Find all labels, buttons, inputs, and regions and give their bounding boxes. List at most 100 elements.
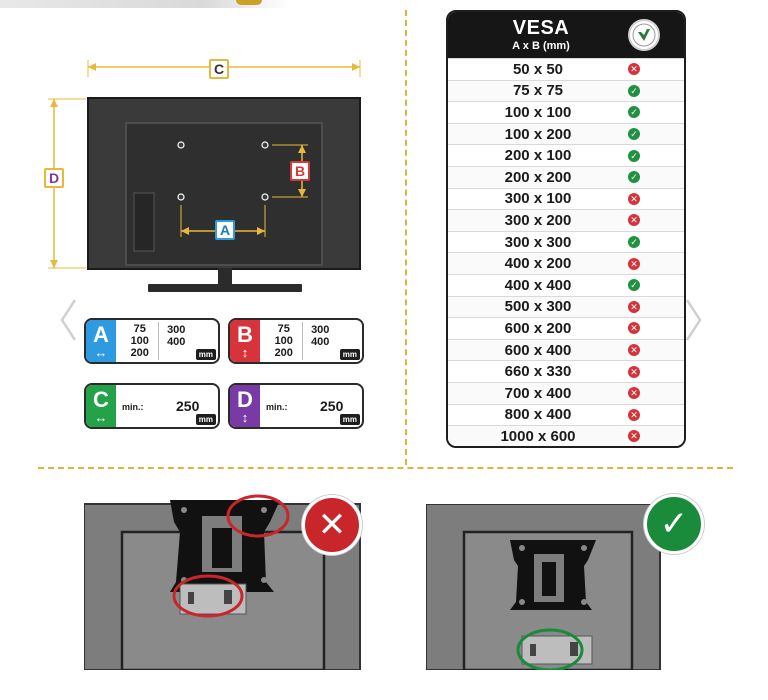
card-d-tag: D ↕: [230, 385, 260, 427]
horizontal-divider: [38, 467, 733, 469]
unit-badge: mm: [195, 349, 216, 360]
tv-diagram: [48, 60, 361, 292]
top-strip: [0, 0, 290, 8]
vesa-status: ✕: [628, 387, 684, 400]
vesa-size: 800 x 400: [504, 406, 572, 424]
vesa-size: 75 x 75: [512, 82, 564, 100]
card-d: D ↕ min.: 250 mm: [228, 383, 364, 429]
check-icon: ✓: [628, 149, 640, 162]
table-row: 100 x 100✓: [448, 101, 684, 123]
table-row: 75 x 75 ✓: [448, 79, 684, 102]
vesa-subtitle: A x B (mm): [512, 40, 570, 52]
card-b-value: 100: [274, 335, 293, 347]
vesa-status: ✕: [628, 300, 684, 313]
vesa-status: ✕: [628, 322, 684, 335]
table-row: 200 x 100 ✓: [448, 144, 684, 166]
cross-icon: ✕: [628, 322, 640, 335]
correct-mount-illustration: [426, 504, 661, 670]
card-b-col-2: 300 400: [301, 322, 339, 360]
top-strip-accent: [236, 0, 262, 5]
vesa-compatibility-table: VESA A x B (mm) 50 x 50✕ 75 x 75 ✓ 100 x 10…: [446, 10, 686, 448]
vesa-status: ✕: [628, 214, 684, 227]
unit-badge: mm: [195, 414, 216, 425]
card-a-value: 200: [130, 347, 149, 359]
dimension-c-label: C: [209, 59, 229, 79]
dimension-b-label: B: [290, 161, 310, 181]
horizontal-arrow-icon: ↔: [94, 409, 108, 425]
cross-icon: ✕: [628, 300, 640, 313]
table-row: 400 x 200 ✕: [448, 252, 684, 274]
card-b-value: 200: [274, 347, 293, 359]
cross-icon: ✕: [628, 387, 640, 400]
card-b-value: 300: [311, 324, 330, 336]
vertical-divider: [405, 10, 407, 465]
vesa-size: 200 x 200: [504, 168, 572, 186]
cross-icon: ✕: [628, 257, 640, 270]
card-a-col-1: 75 100 200: [122, 322, 158, 360]
vesa-size: 600 x 200: [504, 319, 572, 337]
check-icon: ✓: [628, 236, 640, 249]
card-d-value: 250: [320, 398, 344, 414]
card-d-letter: D: [237, 386, 253, 412]
vesa-size: 500 x 300: [504, 298, 572, 316]
card-a-value: 400: [167, 336, 186, 348]
table-row: 100 x 200 ✓: [448, 122, 684, 145]
card-d-min-label: min.:: [266, 402, 288, 412]
next-image-button[interactable]: [684, 290, 704, 350]
vesa-size: 1000 x 600: [500, 427, 576, 445]
table-row: 50 x 50✕: [448, 58, 684, 80]
vesa-size: 300 x 200: [504, 211, 572, 229]
card-c: C ↔ min.: 250 mm: [84, 383, 220, 429]
correct-indicator-icon: ✓: [644, 494, 704, 554]
vertical-arrow-icon: ↕: [241, 409, 249, 425]
card-a-tag: A ↔: [86, 320, 116, 362]
vesa-table-header: VESA A x B (mm): [448, 12, 684, 58]
vesa-size: 200 x 100: [504, 147, 572, 165]
check-icon: ✓: [628, 171, 640, 184]
cross-icon: ✕: [628, 63, 640, 76]
table-row: 300 x 300 ✓: [448, 230, 684, 253]
table-row: 660 x 330 ✕: [448, 360, 684, 382]
table-row: 1000 x 600 ✕: [448, 425, 684, 446]
vesa-status: ✕: [628, 257, 684, 270]
vesa-rows: 50 x 50✕75 x 75✓100 x 100✓100 x 200✓200 …: [448, 58, 684, 446]
vesa-size: 300 x 300: [504, 233, 572, 251]
vesa-status: ✓: [628, 128, 684, 141]
card-b: B ↕ 75 100 200 300 400 mm: [228, 318, 364, 364]
card-c-letter: C: [93, 386, 109, 412]
table-row: 300 x 100✕: [448, 187, 684, 210]
vesa-status: ✓: [628, 279, 684, 292]
dimension-a-label: A: [215, 220, 235, 240]
card-b-value: 400: [311, 336, 330, 348]
check-icon: ✓: [628, 128, 640, 141]
table-row: 800 x 400✕: [448, 403, 684, 426]
vesa-status: ✓: [628, 149, 684, 162]
table-row: 600 x 200 ✕: [448, 317, 684, 339]
vesa-status: ✓: [628, 236, 684, 249]
table-row: 700 x 400 ✕: [448, 381, 684, 404]
table-row: 300 x 200 ✕: [448, 209, 684, 231]
vesa-status: ✕: [628, 365, 684, 378]
table-row: 600 x 400✕: [448, 338, 684, 361]
cross-icon: ✕: [628, 192, 640, 205]
vesa-status: ✕: [628, 344, 684, 357]
vesa-size: 400 x 200: [504, 255, 572, 273]
check-icon: ✓: [628, 279, 640, 292]
vesa-size: 700 x 400: [504, 384, 572, 402]
card-b-letter: B: [237, 321, 253, 347]
card-c-tag: C ↔: [86, 385, 116, 427]
table-row: 400 x 400✓: [448, 273, 684, 296]
vesa-status: ✕: [628, 192, 684, 205]
card-a-value: 300: [167, 324, 186, 336]
vesa-size: 100 x 200: [504, 125, 572, 143]
vesa-status: ✓: [628, 84, 684, 97]
card-a-value: 75: [133, 323, 146, 335]
cross-icon: ✕: [628, 430, 640, 443]
vesa-status: ✕: [628, 63, 684, 76]
table-row: 500 x 300 ✕: [448, 295, 684, 318]
vesa-size: 660 x 330: [504, 363, 572, 381]
cross-icon: ✕: [628, 344, 640, 357]
check-icon: ✓: [628, 84, 640, 97]
prev-image-button[interactable]: [58, 290, 78, 350]
cross-icon: ✕: [628, 214, 640, 227]
